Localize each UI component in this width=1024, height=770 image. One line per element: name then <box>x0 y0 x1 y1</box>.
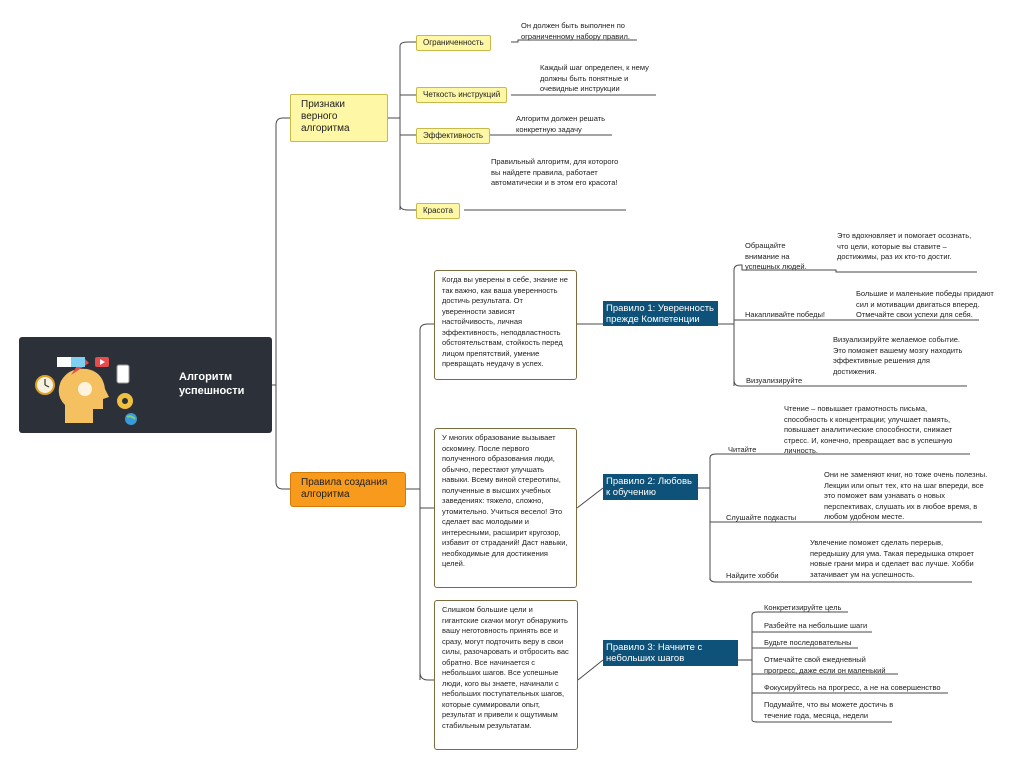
rule2-label[interactable]: Правило 2: Любовь к обучению <box>603 474 698 500</box>
signs-item-clarity-note: Каждый шаг определен, к нему должны быть… <box>540 63 649 93</box>
central-node[interactable]: Алгоритм успешности <box>19 337 272 433</box>
rule3-step-concretize[interactable]: Конкретизируйте цель <box>764 603 842 612</box>
signs-item-clarity[interactable]: Четкость инструкций <box>416 87 508 103</box>
rule2-item-podcasts-note: Они не заменяют книг, но тоже очень поле… <box>824 470 988 521</box>
rule1-item-successful-people-note: Это вдохновляет и помогает осознать, что… <box>837 231 972 261</box>
rule3-label[interactable]: Правило 3: Начните с небольших шагов <box>603 640 738 666</box>
book-icon <box>57 357 85 367</box>
rule2-item-read-note: Чтение – повышает грамотность письма, сп… <box>784 404 953 455</box>
phone-icon <box>116 364 130 384</box>
rule1-item-visualize[interactable]: Визуализируйте <box>746 376 803 385</box>
rule3-step-consistent[interactable]: Будьте последовательны <box>764 638 852 647</box>
signs-item-beauty[interactable]: Красота <box>416 203 460 219</box>
rule3-step-track-progress[interactable]: Отмечайте свой ежедневный прогресс, даже… <box>764 655 886 675</box>
signs-item-efficiency[interactable]: Эффективность <box>416 128 491 144</box>
rule3-step-focus-progress[interactable]: Фокусируйтесь на прогресс, а не на совер… <box>764 683 941 692</box>
globe-icon <box>125 413 137 425</box>
rule1-item-victories-note: Большие и маленькие победы придают сил и… <box>856 289 994 319</box>
branch-signs[interactable]: Признаки верного алгоритма <box>290 94 388 142</box>
rule1-item-successful-people[interactable]: Обращайте внимание на успешных людей. <box>745 241 807 271</box>
signs-item-limitation-note: Он должен быть выполнен по ограниченному… <box>521 21 630 41</box>
rule2-item-hobby[interactable]: Найдите хобби <box>726 571 779 580</box>
video-icon <box>95 357 109 367</box>
rule1-label[interactable]: Правило 1: Уверенность прежде Компетенци… <box>603 301 718 326</box>
signs-item-beauty-note: Правильный алгоритм, для которого вы най… <box>491 157 619 187</box>
central-title: Алгоритм успешности <box>179 371 245 397</box>
branch-rules[interactable]: Правила создания алгоритма <box>290 472 406 507</box>
gear-icon <box>117 393 133 409</box>
rule3-card: Слишком большие цели и гигантские скачки… <box>434 600 578 750</box>
signs-item-limitation[interactable]: Ограниченность <box>416 35 491 51</box>
rule2-item-hobby-note: Увлечение поможет сделать перерыв, перед… <box>810 538 974 579</box>
rule1-item-victories[interactable]: Накапливайте победы! <box>745 310 825 319</box>
signs-item-efficiency-note: Алгоритм должен решать конкретную задачу <box>516 114 606 134</box>
rule3-step-split[interactable]: Разбейте на небольшие шаги <box>764 621 868 630</box>
central-illustration <box>31 345 143 425</box>
rule2-card: У многих образование вызывает оскомину. … <box>434 428 577 588</box>
clock-icon <box>35 375 55 395</box>
rule3-step-think-timeline[interactable]: Подумайте, что вы можете достичь в течен… <box>764 700 894 720</box>
rule1-card: Когда вы уверены в себе, знание не так в… <box>434 270 577 380</box>
rule1-item-visualize-note: Визуализируйте желаемое событие. Это пом… <box>833 335 963 376</box>
rule2-item-podcasts[interactable]: Слушайте подкасты <box>726 513 797 522</box>
rule2-item-read[interactable]: Читайте <box>728 445 757 454</box>
